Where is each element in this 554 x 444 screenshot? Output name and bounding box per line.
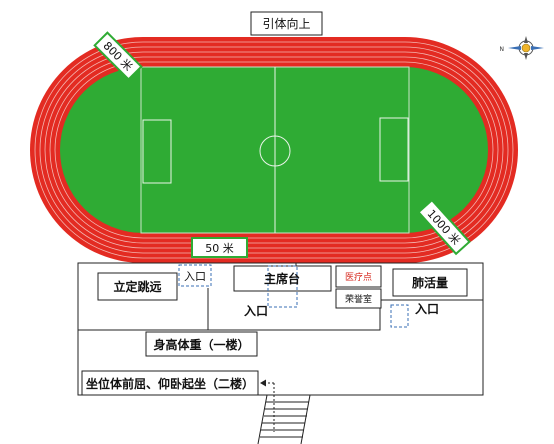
running-track	[30, 37, 518, 263]
honor-room: 荣誉室	[335, 288, 382, 309]
pull-up-text: 引体向上	[262, 16, 310, 31]
entrance-right: 入口	[390, 302, 439, 328]
building	[77, 262, 484, 396]
staircase-icon	[257, 394, 311, 444]
right-penalty-box	[379, 117, 409, 182]
compass-north-letter: N	[500, 46, 505, 53]
long-jump-room: 立定跳远	[97, 272, 178, 301]
lung-capacity-text: 肺活量	[412, 275, 448, 290]
stairs-arrow	[262, 382, 275, 432]
honor-room-text: 荣誉室	[345, 293, 372, 305]
football-pitch	[140, 66, 410, 234]
lung-capacity-room: 肺活量	[392, 268, 468, 297]
clinic-room: 医疗点	[335, 265, 382, 288]
building-outer	[77, 262, 484, 396]
m50-text: 50 米	[205, 242, 234, 255]
left-penalty-box	[142, 119, 172, 184]
sit-reach-text: 坐位体前屈、仰卧起坐（二楼）	[86, 376, 254, 391]
clinic-text: 医疗点	[345, 271, 372, 283]
main-stand: 主席台	[233, 265, 332, 308]
building-floor-line	[78, 299, 483, 331]
height-weight-room: 身高体重（一楼）	[145, 331, 258, 357]
center-circle	[259, 135, 291, 167]
m800-label: 800 米	[93, 31, 143, 81]
sit-reach-room: 坐位体前屈、仰卧起坐（二楼）	[81, 370, 259, 396]
entrance-left: 入口	[178, 264, 212, 287]
track-lane-lines	[34, 41, 514, 259]
compass-icon: N	[500, 36, 544, 60]
height-weight-text: 身高体重（一楼）	[153, 337, 249, 352]
entrance-center-text: 入口	[244, 304, 268, 318]
main-stand-text: 主席台	[264, 271, 300, 286]
entrance-left-text: 入口	[184, 270, 206, 283]
m50-label: 50 米	[191, 237, 248, 258]
pull-up-label: 引体向上	[250, 11, 323, 36]
entrance-right-text: 入口	[415, 302, 439, 316]
infield	[60, 67, 488, 233]
long-jump-text: 立定跳远	[113, 279, 161, 294]
stairs-arrow-head	[260, 379, 266, 387]
